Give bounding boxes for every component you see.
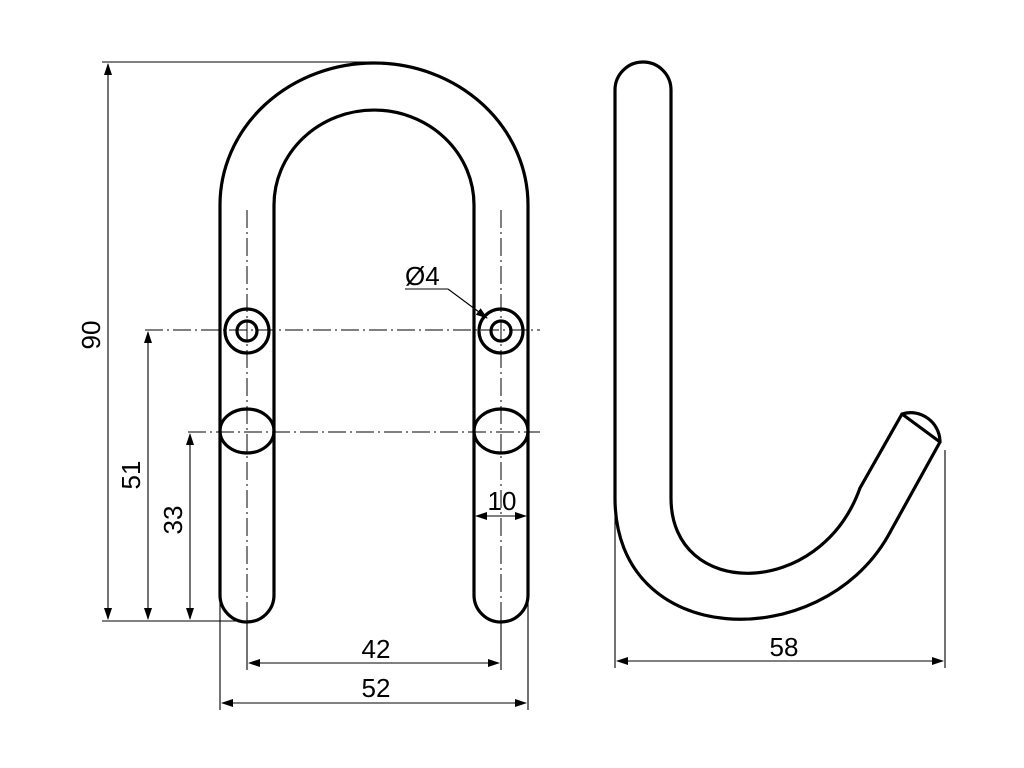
right-hole-inner — [489, 319, 513, 343]
dim-text-33: 33 — [158, 506, 188, 535]
dim-text-58: 58 — [770, 632, 799, 662]
left-hole-inner — [235, 319, 259, 343]
side-hook-tip — [900, 411, 942, 444]
dim-text-10: 10 — [488, 486, 517, 516]
hook-outer-contour — [218, 61, 530, 624]
side-view — [613, 60, 942, 621]
dim-text-51: 51 — [116, 461, 146, 490]
dimensions: 90 51 33 10 42 52 58 Ø4 — [76, 61, 946, 710]
front-view — [145, 61, 540, 668]
dim-text-52: 52 — [362, 673, 391, 703]
left-hole-outer — [223, 307, 271, 355]
leader-line — [447, 288, 488, 319]
dim-text-90: 90 — [76, 321, 106, 350]
right-slot — [472, 407, 530, 455]
right-hole-outer — [477, 307, 525, 355]
left-slot — [218, 407, 276, 455]
dim-text-42: 42 — [362, 634, 391, 664]
side-hook-contour — [613, 60, 942, 621]
hole-diameter-label: Ø4 — [405, 261, 440, 291]
